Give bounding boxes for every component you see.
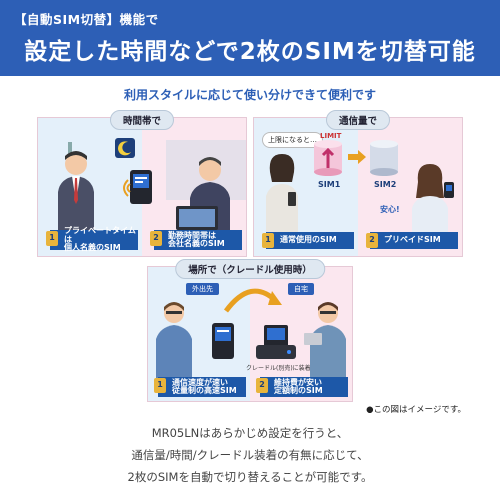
sim2-bar-time: 2 勤務時間帯は会社名義のSIM	[150, 230, 242, 250]
sim1-badge: 1	[262, 233, 274, 248]
sim2-badge: 2	[150, 231, 162, 246]
sim2-place-line2: 定額制のSIM	[274, 386, 323, 395]
panel-time-tab: 時間帯で	[109, 110, 175, 130]
footer-text: MR05LNはあらかじめ設定を行うと、 通信量/時間/クレードル装着の有無に応じ…	[0, 422, 500, 488]
woman-relieved-illustration	[412, 164, 454, 238]
sim2-badge: 2	[366, 233, 378, 248]
sim2-time-line1: 勤務時間帯は	[168, 230, 216, 240]
sim1-usage-cylinder	[314, 140, 342, 176]
banner-subtitle: 【自動SIM切替】機能で	[14, 12, 159, 27]
footer-line3: 2枚のSIMを自動で切り替えることが可能です。	[127, 470, 373, 484]
sim1-badge: 1	[154, 378, 166, 393]
man-home-illustration	[304, 302, 346, 383]
subheading: 利用スタイルに応じて使い分けできて便利です	[123, 88, 376, 102]
office-worker-illustration	[166, 140, 246, 240]
swap-arrows-icon	[223, 288, 282, 313]
sim2-time-line2: 会社名義のSIM	[168, 239, 225, 248]
banner-title: 設定した時間などで2枚のSIMを切替可能	[24, 39, 476, 65]
home-label: 自宅	[288, 283, 314, 295]
footer-line1: MR05LNはあらかじめ設定を行うと、	[151, 426, 349, 440]
sim2-badge: 2	[256, 378, 268, 393]
sim1-place-line1: 通信速度が速い	[172, 377, 228, 387]
sim1-label: SIM1	[318, 180, 341, 189]
switch-arrow-icon	[348, 150, 366, 164]
footer-line2: 通信量/時間/クレードル装着の有無に応じて、	[131, 448, 369, 462]
limit-label: LIMIT	[320, 132, 342, 140]
sim2-bar-comm: 2 プリペイドSIM	[366, 232, 458, 249]
sim1-bar-time: 1 プライベートタイムは個人名義のSIM	[46, 227, 138, 253]
sim1-bar-place: 1 通信速度が速い従量制の高速SIM	[154, 377, 246, 397]
header-banner: 【自動SIM切替】機能で 設定した時間などで2枚のSIMを切替可能	[0, 0, 500, 76]
panel-time: 時間帯で 1 プライベートタイムは個人名義のSIM 2 勤務時	[37, 110, 247, 257]
relief-label: 安心!	[380, 205, 400, 214]
panel-comm-tab: 通信量で	[325, 110, 391, 130]
sim1-time-line1: プライベートタイムは	[64, 226, 136, 244]
cradle-icon	[256, 325, 296, 359]
sim1-time-line2: 個人名義のSIM	[64, 243, 121, 253]
panel-place-tab: 場所で（クレードル使用時）	[175, 259, 325, 279]
image-note: ●この図はイメージです。	[366, 405, 466, 415]
sim2-usage-cylinder	[370, 140, 398, 176]
woman-worried-illustration	[266, 154, 298, 238]
speech-bubble: 上限になると…	[262, 132, 323, 148]
cradle-note: クレードル(別売)に装着	[246, 365, 311, 372]
router-icon	[212, 323, 234, 359]
sim1-bar-comm: 1 通常使用のSIM	[262, 232, 354, 249]
sim1-comm-line1: 通常使用のSIM	[280, 235, 337, 245]
sim1-badge: 1	[46, 231, 58, 246]
moon-icon	[115, 138, 135, 158]
signal-waves-icon	[123, 179, 131, 197]
outside-label: 外出先	[186, 283, 219, 295]
panel-comm: 通信量で 上限になると… LIMIT SIM1 SIM2 安心! 1 通常使用の…	[253, 110, 463, 257]
sim2-place-line1: 維持費が安い	[274, 377, 322, 387]
commuter-illustration	[58, 142, 94, 242]
man-outside-illustration	[156, 302, 192, 383]
sim2-bar-place: 2 維持費が安い定額制のSIM	[256, 377, 348, 397]
sim2-comm-line1: プリペイドSIM	[384, 235, 441, 245]
sim1-place-line2: 従量制の高速SIM	[172, 386, 237, 395]
panel-place: 場所で（クレードル使用時） 外出先 自宅 クレードル(別売)に装着 1 通信速度…	[147, 259, 353, 402]
router-icon	[130, 170, 152, 204]
sim2-label: SIM2	[374, 180, 397, 189]
